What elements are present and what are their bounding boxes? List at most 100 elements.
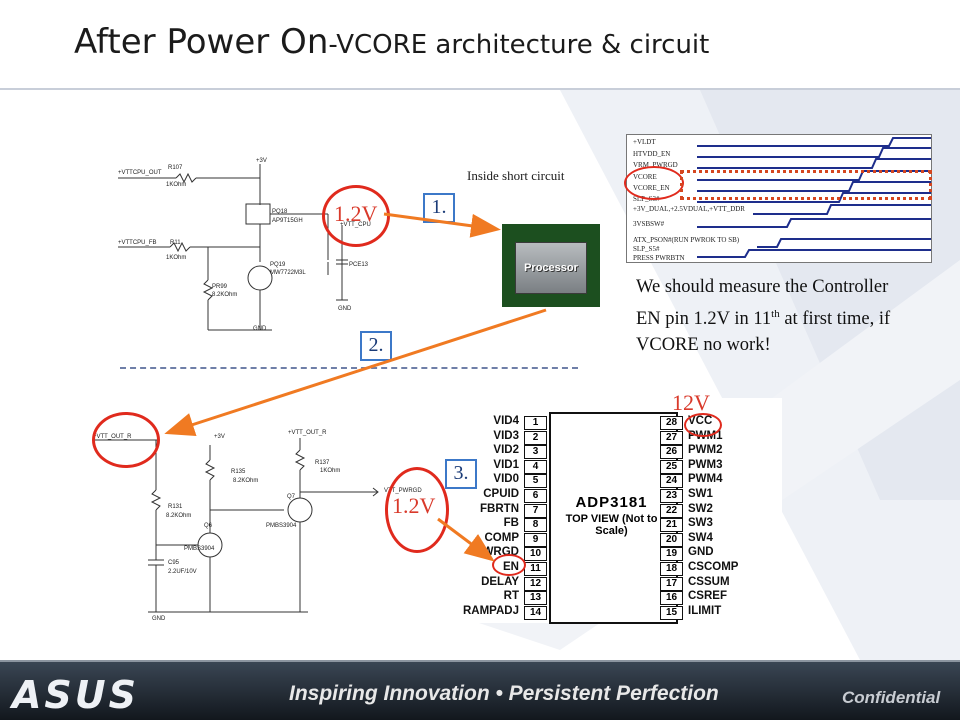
step-3-box: 3. (445, 459, 477, 489)
c95-value: 2.2UF/10V (168, 569, 197, 575)
chip-pin-right-label: SW4 (688, 531, 713, 544)
vtt-out-highlight-circle (92, 412, 160, 468)
step-2-box: 2. (360, 331, 392, 361)
chip-pin-right-number: 16 (660, 591, 683, 606)
chip-pin-right-number: 27 (660, 430, 683, 445)
timing-label-3vsbsw: 3VSBSW# (633, 220, 665, 228)
chip-view-caption: TOP VIEW (Not to Scale) (565, 513, 658, 537)
q6-label: Q6 (204, 523, 213, 529)
chip-pin-left-number: 2 (524, 430, 547, 445)
chip-pin-left-number: 14 (524, 605, 547, 620)
timing-label-pwrbtn: PRESS PWRBTN (633, 254, 685, 262)
title-main: After Power On (74, 22, 329, 62)
timing-label-vldt: +VLDT (633, 138, 656, 146)
title-sub: -VCORE architecture & circuit (328, 30, 710, 60)
ordinal-suffix: th (771, 307, 780, 320)
en-voltage-highlight-circle (385, 467, 449, 553)
c95-label: C95 (168, 560, 180, 566)
pq18-label: PQ18 (272, 209, 288, 215)
chip-pin-left-label: VID4 (493, 415, 519, 427)
vcc-3v-bottom: +3V (214, 434, 225, 440)
chip-pin-left-label: RAMPADJ (462, 604, 519, 617)
pr99-value: 8.2KOhm (212, 292, 238, 298)
chip-pin-left-label: VID3 (493, 429, 519, 442)
page-title: After Power On-VCORE architecture & circ… (74, 22, 709, 62)
chip-pin-right-number: 25 (660, 459, 683, 474)
chip-pin-left-label: FBRTN (480, 502, 519, 515)
chip-pin-right-label: CSCOMP (688, 561, 739, 573)
chip-pin-left-number: 9 (524, 532, 547, 547)
vcore-highlight-box (680, 170, 932, 200)
timing-label-3v-dual: +3V_DUAL,+2.5VDUAL,+VTT_DDR (633, 205, 745, 213)
chip-pin-left-number: 1 (524, 416, 547, 430)
chip-pin-left-number: 8 (524, 518, 547, 533)
chip-pin-right-number: 18 (660, 562, 683, 576)
r135-label: R135 (231, 469, 246, 475)
asus-logo: ASUS (12, 673, 140, 717)
voltage-label-12v: 12V (672, 390, 710, 415)
r131-value: 8.2KOhm (166, 513, 192, 519)
pq19-part: MW7722M3L (270, 270, 306, 276)
pq19-label: PQ19 (270, 262, 286, 268)
pr99-label: PR99 (212, 284, 228, 290)
chip-body (549, 412, 678, 624)
chip-pin-right-number: 28 (660, 416, 683, 430)
r131-label: R131 (168, 504, 183, 510)
vcc-3v-label: +3V (256, 158, 267, 164)
chip-pin-right-label: PWM2 (688, 444, 723, 457)
chip-pin-right-label: SW2 (688, 502, 713, 515)
chip-pin-right-number: 24 (660, 474, 683, 489)
chip-pin-right-label: PWM4 (688, 473, 723, 486)
chip-pin-left-label: VID2 (493, 444, 519, 457)
chip-pin-right-label: CSREF (688, 590, 727, 603)
chip-pin-right-number: 19 (660, 547, 683, 562)
r137-value: 1KOhm (320, 468, 341, 474)
title-divider (0, 88, 960, 90)
net-vttcpu-fb: +VTTCPU_FB (118, 240, 157, 246)
timing-label-atx-pson: ATX_PSON#(RUN PWROK TO SB) (633, 236, 740, 244)
chip-pin-left-number: 4 (524, 459, 547, 474)
chip-pin-right-label: CSSUM (688, 575, 730, 588)
q7-part: PMBS3904 (266, 523, 297, 529)
footer-bar (0, 662, 960, 720)
chip-pin-right-number: 21 (660, 518, 683, 533)
chip-pin-left-number: 12 (524, 576, 547, 591)
chip-pin-right-label: GND (688, 546, 714, 559)
voltage-label-1: 1.2V (334, 201, 378, 226)
chip-pin-right-number: 20 (660, 532, 683, 547)
pce13-label: PCE13 (349, 262, 369, 268)
q7-label: Q7 (287, 494, 296, 500)
r135-value: 8.2KOhm (233, 478, 259, 484)
chip-pin-left-number: 3 (524, 445, 547, 460)
chip-pin-left-number: 13 (524, 591, 547, 606)
chip-pin-right-number: 23 (660, 489, 683, 503)
timing-label-vrm-pwrgd: VRM_PWRGD (633, 161, 678, 169)
chip-pin-left-label: RT (503, 590, 519, 603)
timing-label-htvdd-en: HTVDD_EN (633, 150, 671, 158)
inside-short-label: Inside short circuit (467, 168, 565, 183)
chip-pin-left-label: COMP (484, 531, 520, 544)
chip-pin-left-number: 5 (524, 474, 547, 489)
chip-pin-right-label: PWM3 (688, 458, 723, 471)
chip-pin-left-number: 11 (524, 562, 547, 576)
r107-value: 1KOhm (166, 182, 187, 188)
chip-pin-right-label: SW1 (688, 488, 713, 500)
chip-pin-left-number: 6 (524, 489, 547, 503)
chip-pin-right-number: 22 (660, 503, 683, 518)
section-separator (120, 367, 578, 369)
chip-pin-right-number: 26 (660, 445, 683, 460)
r11-value: 1KOhm (166, 255, 187, 261)
gnd-label: GND (253, 326, 267, 332)
r11-label: R11 (170, 240, 181, 246)
r137-label: R137 (315, 460, 330, 466)
chip-name: ADP3181 (575, 494, 648, 511)
chip-pin-left-label: VID1 (493, 458, 519, 471)
footer-slogan: Inspiring Innovation • Persistent Perfec… (289, 682, 719, 705)
gnd-label-2: GND (338, 306, 352, 312)
confidential-label: Confidential (842, 688, 941, 707)
net-vttcpu-out: +VTTCPU_OUT (118, 170, 162, 176)
r107-label: R107 (168, 165, 183, 171)
vcore-highlight-circle (624, 166, 684, 200)
vcc-pin-highlight-circle (684, 413, 722, 437)
net-vtt-out-r-right: +VTT_OUT_R (288, 430, 327, 436)
